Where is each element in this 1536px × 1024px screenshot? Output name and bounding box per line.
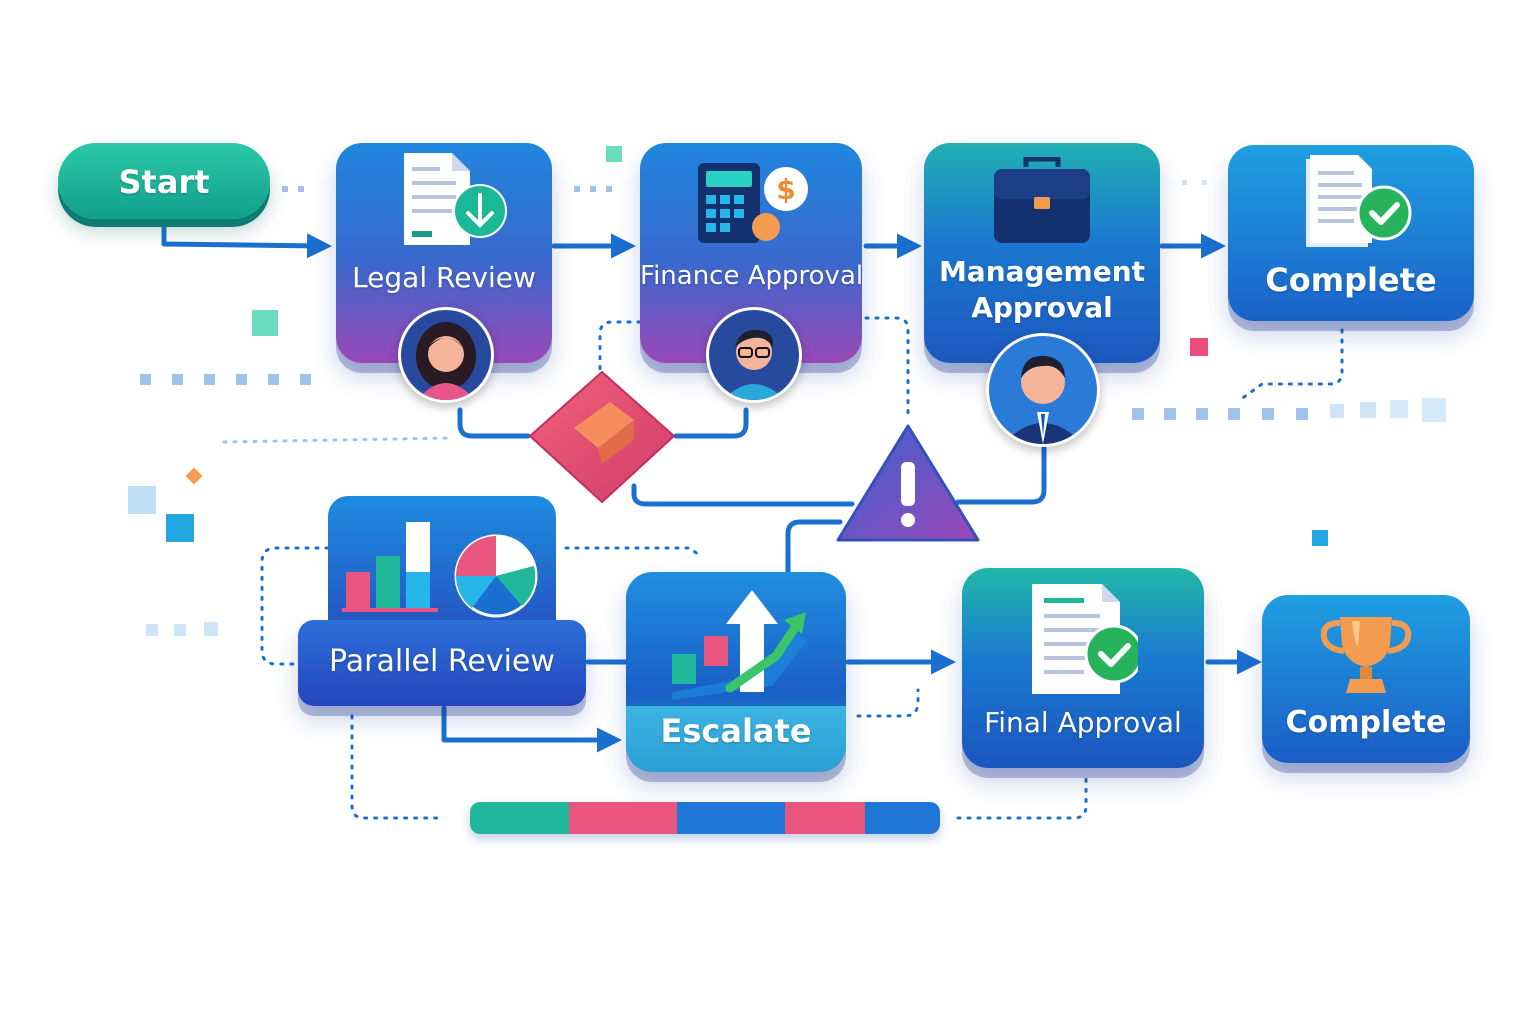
legal-review-node[interactable]: Legal Review	[336, 143, 552, 403]
management-approval-node[interactable]: Management Approval	[924, 143, 1160, 447]
progress-segment-1	[470, 802, 569, 834]
escalate-band	[626, 706, 846, 772]
progress-segment-2	[568, 802, 677, 834]
escalate-label: Escalate	[660, 712, 812, 750]
management-approval-label-line2: Approval	[971, 291, 1113, 324]
svg-text:$: $	[776, 173, 795, 206]
complete-bottom-label: Complete	[1285, 705, 1447, 740]
document-download-icon	[404, 153, 507, 245]
dotted-connectors	[222, 316, 1344, 820]
warning-triangle-icon	[836, 424, 980, 542]
workflow-progress-bar	[470, 802, 940, 834]
management-approval-label-line1: Management	[938, 255, 1146, 288]
document-check-icon	[1306, 155, 1412, 247]
arrow-connectors	[161, 219, 1262, 753]
legal-review-label: Legal Review	[352, 261, 536, 294]
finance-approval-label: Finance Approval	[640, 261, 864, 291]
start-label: Start	[118, 163, 210, 201]
bar-pie-chart-icon	[342, 522, 538, 618]
progress-segment-5	[864, 802, 940, 834]
progress-segment-4	[784, 802, 865, 834]
approver-avatar	[706, 307, 802, 403]
decor-squares	[128, 146, 1446, 636]
decision-diamond-icon	[528, 370, 676, 504]
manager-avatar	[986, 333, 1100, 447]
growth-arrow-icon	[672, 590, 806, 700]
calculator-dollar-icon: $	[698, 163, 808, 243]
parallel-review-node[interactable]: Parallel Review	[298, 620, 586, 706]
finance-approval-node[interactable]: $ Finance Approval	[640, 143, 864, 403]
document-check-icon	[1032, 584, 1138, 694]
parallel-review-chart-panel	[328, 496, 556, 626]
start-node[interactable]: Start	[58, 143, 270, 219]
final-approval-label: Final Approval	[984, 706, 1182, 739]
complete-top-label: Complete	[1265, 261, 1437, 299]
progress-segment-3	[676, 802, 785, 834]
escalate-node[interactable]: Escalate	[626, 572, 846, 772]
briefcase-icon	[994, 157, 1090, 243]
parallel-review-label: Parallel Review	[329, 644, 555, 679]
complete-bottom-node[interactable]: Complete	[1262, 595, 1470, 763]
trophy-icon	[1320, 617, 1412, 693]
complete-top-node[interactable]: Complete	[1228, 145, 1474, 321]
reviewer-avatar	[398, 307, 494, 403]
final-approval-node[interactable]: Final Approval	[962, 568, 1204, 768]
